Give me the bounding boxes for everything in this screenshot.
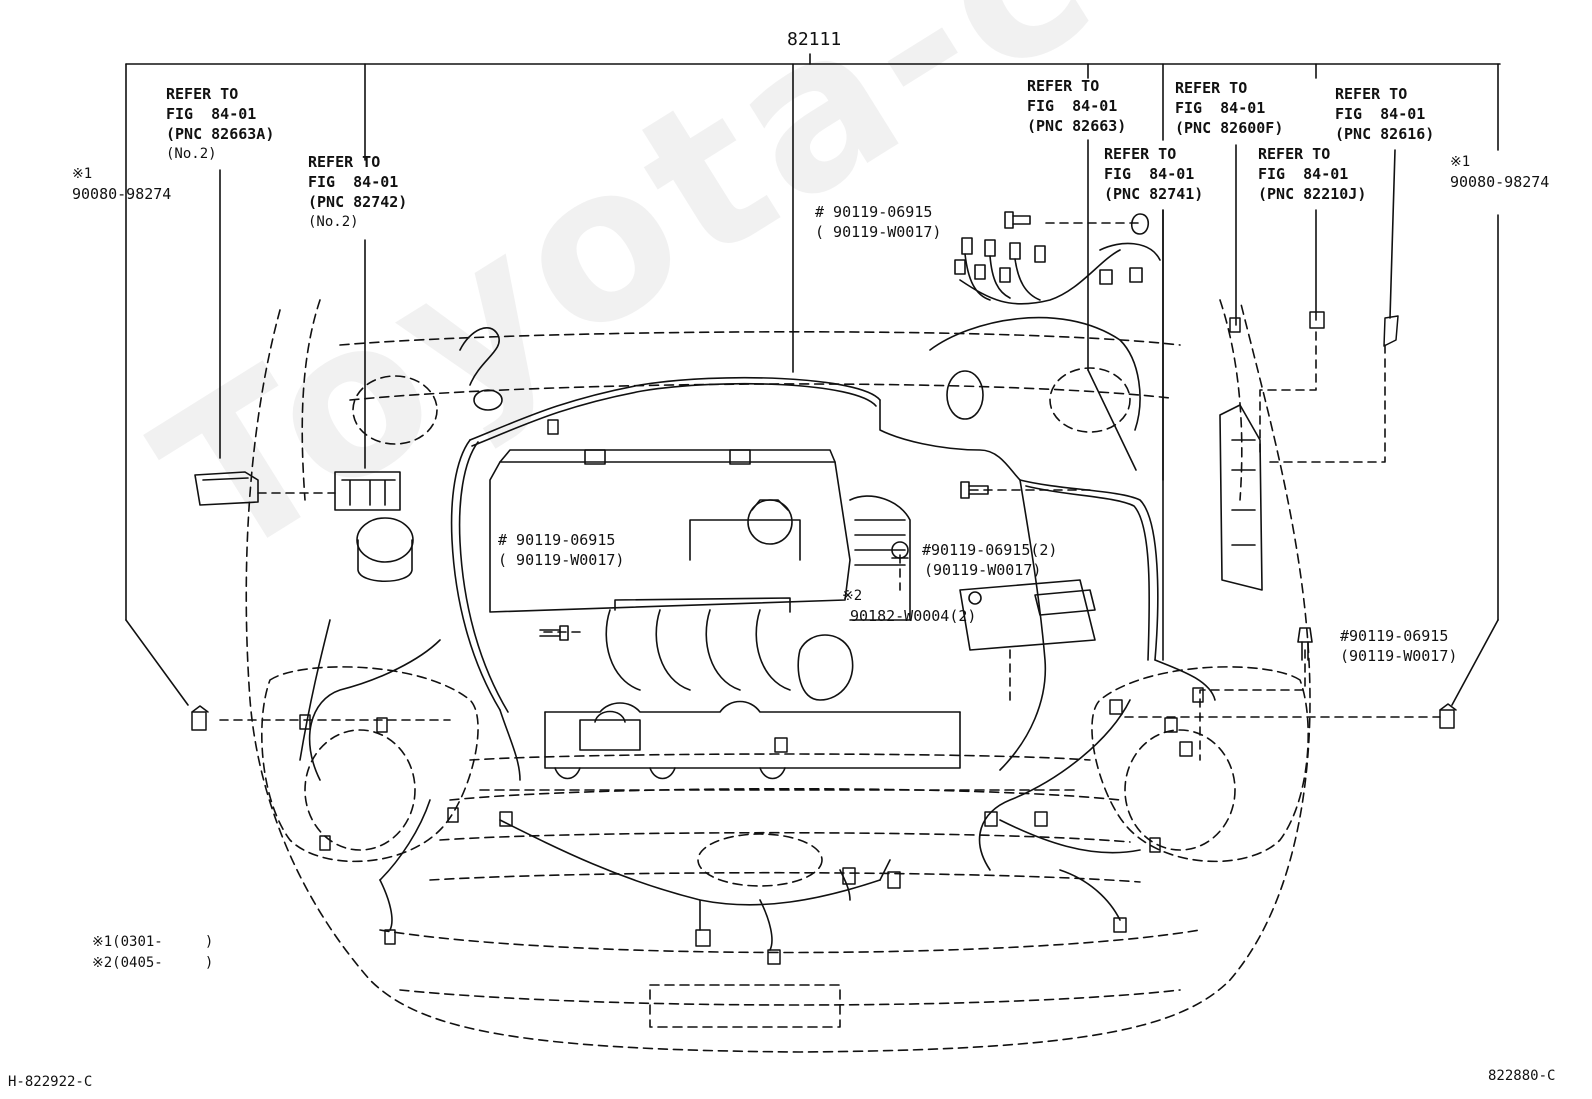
callout-line: FIG 84-01 [1335,105,1426,123]
main-part-number[interactable]: 82111 [787,29,842,50]
callout-line: (PNC 82600F) [1175,119,1284,137]
callout-ref-82616[interactable]: REFER TO FIG 84-01 (PNC 82616) [1335,84,1434,144]
callout-ref-82742[interactable]: REFER TO FIG 84-01 (PNC 82742) (No.2) [308,152,407,232]
callout-clip-right[interactable]: ※1 90080-98274 [1450,152,1549,192]
callout-line: FIG 84-01 [1104,165,1195,183]
callout-bolt-top[interactable]: # 90119-06915 ( 90119-W0017) [815,202,941,242]
callout-ref-82663[interactable]: REFER TO FIG 84-01 (PNC 82663) [1027,76,1126,136]
illustration-code-left: H-822922-C [8,1074,93,1090]
bolt-alt-number: ( 90119-W0017) [815,223,942,241]
engine-block [195,371,1262,779]
callout-line: FIG 84-01 [166,105,257,123]
callout-line: (PNC 82663A) [166,125,275,143]
wiring-harness [300,238,1215,950]
callout-line: REFER TO [166,85,239,103]
nut-mark: ※2 [842,588,863,604]
car-body-outline [246,300,1310,1052]
callout-line: (PNC 82741) [1104,185,1204,203]
callout-clip-left[interactable]: ※1 90080-98274 [72,164,171,204]
callout-ref-82210j[interactable]: REFER TO FIG 84-01 (PNC 82210J) [1258,144,1366,204]
bolt-part-number: #90119-06915(2) [922,541,1058,559]
bolt-part-number: # 90119-06915 [815,203,933,221]
bolt-part-number: #90119-06915 [1340,627,1449,645]
clip-part-number: 90080-98274 [1450,173,1550,191]
bolts [540,212,1312,660]
callout-leaders [126,140,1498,760]
callout-ref-82600f[interactable]: REFER TO FIG 84-01 (PNC 82600F) [1175,78,1283,138]
callout-line: (No.2) [166,146,217,162]
callout-bolt-mid-left[interactable]: # 90119-06915 ( 90119-W0017) [498,530,624,570]
clip-mark: ※1 [1450,154,1471,170]
callout-line: REFER TO [1335,85,1408,103]
callout-line: (PNC 82616) [1335,125,1435,143]
bolt-part-number: # 90119-06915 [498,531,616,549]
callout-line: REFER TO [1258,145,1331,163]
nut-part-number: 90182-W0004(2) [850,607,977,625]
callout-line: (No.2) [308,214,359,230]
callout-bolt-right[interactable]: #90119-06915 (90119-W0017) [1340,626,1457,666]
callout-ref-82663a[interactable]: REFER TO FIG 84-01 (PNC 82663A) (No.2) [166,84,274,164]
callout-line: REFER TO [1175,79,1248,97]
callout-line: REFER TO [1027,77,1100,95]
illustration-code-right: 822880-C [1488,1068,1556,1084]
callout-line: FIG 84-01 [308,173,399,191]
footnote-2: ※2(0405- ) [92,955,214,971]
callout-line: (PNC 82742) [308,193,408,211]
callout-bolt-mid-right[interactable]: #90119-06915(2) (90119-W0017) [922,540,1057,580]
callout-line: (PNC 82210J) [1258,185,1367,203]
callout-ref-82741[interactable]: REFER TO FIG 84-01 (PNC 82741) [1104,144,1203,204]
callout-nut-center[interactable]: ※2 90182-W0004(2) [842,586,976,626]
callout-line: (PNC 82663) [1027,117,1127,135]
bolt-alt-number: (90119-W0017) [1340,647,1458,665]
connectors [192,312,1456,964]
clip-mark: ※1 [72,166,93,182]
callout-line: FIG 84-01 [1258,165,1349,183]
bolt-alt-number: (90119-W0017) [924,561,1042,579]
bolt-alt-number: ( 90119-W0017) [498,551,625,569]
clip-part-number: 90080-98274 [72,185,172,203]
callout-line: REFER TO [1104,145,1177,163]
footnote-1: ※1(0301- ) [92,934,214,950]
callout-line: REFER TO [308,153,381,171]
callout-line: FIG 84-01 [1027,97,1118,115]
callout-line: FIG 84-01 [1175,99,1266,117]
